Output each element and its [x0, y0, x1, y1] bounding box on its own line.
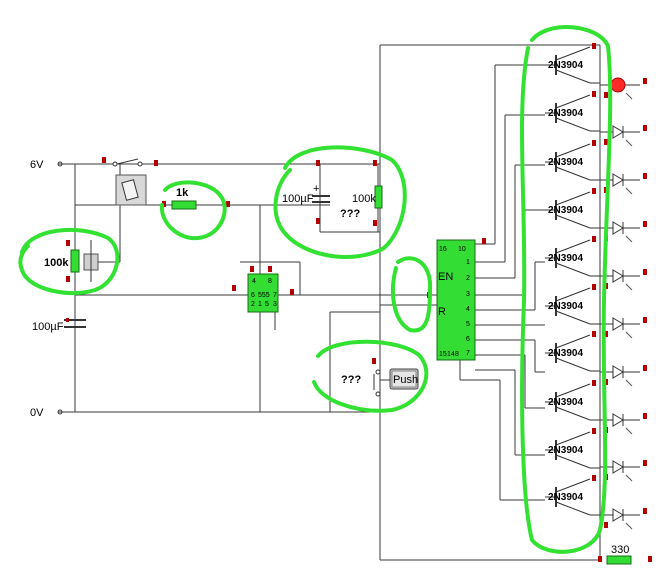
supply-switch[interactable] [102, 157, 158, 167]
led-10[interactable] [600, 508, 647, 530]
resistor-1k[interactable] [162, 200, 230, 210]
scribble-transistors [519, 25, 613, 554]
transistor-label: 2N3904 [548, 253, 583, 264]
scribble-1k [159, 180, 227, 241]
transistor-2[interactable]: 2N3904 [545, 91, 600, 132]
resistor-330[interactable] [598, 555, 652, 565]
highlight-scribbles [18, 25, 613, 554]
timer-pin-2: 2 [251, 301, 255, 308]
led-1[interactable] [600, 77, 647, 100]
toggle-switch[interactable] [115, 174, 147, 206]
transistor-10[interactable]: 2N3904 [545, 475, 600, 516]
counter-pin-2: 2 [466, 275, 470, 282]
unknown-lower-label: ??? [341, 374, 361, 386]
timer-pin-4: 4 [252, 278, 256, 285]
timer-pin-3: 3 [273, 301, 277, 308]
scribble-upper-rc [273, 145, 407, 259]
timer-pin-6: 6 [251, 292, 255, 299]
counter-pin-4: 4 [466, 306, 470, 313]
transistor-label: 2N3904 [548, 445, 583, 456]
led-8[interactable] [600, 413, 647, 435]
resistor-330-label: 330 [611, 544, 629, 556]
counter-pin-10: 10 [458, 246, 466, 253]
transistor-6[interactable]: 2N3904 [545, 284, 600, 325]
transistor-4[interactable]: 2N3904 [545, 188, 600, 229]
supply-6v-label: 6V [30, 159, 44, 171]
counter-r-label: R [438, 306, 446, 318]
counter-pin-5: 5 [466, 321, 470, 328]
transistor-label: 2N3904 [548, 108, 583, 119]
capacitor-upper[interactable] [312, 160, 330, 224]
transistor-7[interactable]: 2N3904 [545, 331, 600, 372]
pot-100k[interactable] [66, 240, 99, 282]
transistor-5[interactable]: 2N3904 [545, 236, 600, 277]
pot-100k-label: 100k [44, 257, 69, 269]
resistor-upper-100k[interactable] [373, 160, 383, 226]
led-6[interactable] [600, 317, 647, 339]
transistor-label: 2N3904 [548, 397, 583, 408]
counter-pin-3: 3 [466, 291, 470, 298]
resistor-1k-label: 1k [176, 187, 189, 199]
counter-en-label: EN [438, 271, 453, 283]
push-button-label: Push [393, 374, 418, 386]
transistor-3[interactable]: 2N3904 [545, 140, 600, 181]
transistor-label: 2N3904 [548, 348, 583, 359]
counter-pin-8: 8 [455, 351, 459, 358]
supply-6v-terminal[interactable] [57, 161, 63, 167]
transistor-label: 2N3904 [548, 492, 583, 503]
counter-pin-6: 6 [466, 336, 470, 343]
timer-pin-5: 5 [265, 301, 269, 308]
supply-0v-terminal[interactable] [57, 409, 63, 415]
unknown-upper-label: ??? [340, 208, 360, 220]
capacitor-timing[interactable] [64, 318, 86, 328]
led-5[interactable] [600, 269, 647, 291]
led-2[interactable] [600, 125, 647, 147]
scribble-push [312, 339, 429, 413]
counter-pin-14: 14 [447, 351, 455, 358]
led-7[interactable] [600, 365, 647, 387]
capacitor-upper-label: 100µF [282, 193, 314, 205]
transistor-label: 2N3904 [548, 301, 583, 312]
ic-counter[interactable]: 10 1 2 3 4 5 6 7 8 16 15 14 [427, 238, 486, 361]
transistor-label: 2N3904 [548, 60, 583, 71]
counter-pin-1: 1 [466, 259, 470, 266]
timer-pin-8: 8 [268, 278, 272, 285]
transistor-label: 2N3904 [548, 205, 583, 216]
wiring [58, 44, 601, 561]
transistor-9[interactable]: 2N3904 [545, 428, 600, 469]
counter-pin-15: 15 [439, 351, 447, 358]
capacitor-timing-label: 100µF [32, 321, 64, 333]
resistor-upper-label: 100k [352, 193, 376, 205]
transistor-8[interactable]: 2N3904 [545, 380, 600, 421]
supply-0v-label: 0V [30, 407, 44, 419]
capacitor-polarity: + [313, 183, 319, 195]
timer-pin-7: 7 [273, 292, 277, 299]
transistor-column: 2N3904 2N3904 2N3904 2N3904 2N3904 2N3904 2N39… [545, 43, 600, 516]
push-button[interactable] [372, 358, 419, 397]
transistor-1[interactable]: 2N3904 [545, 43, 600, 84]
timer-pin-1: 1 [258, 301, 262, 308]
scribble-pot [18, 227, 120, 295]
transistor-label: 2N3904 [548, 157, 583, 168]
ic-555-timer[interactable]: 4 8 6 2 7 1 5 3 555 [232, 266, 294, 313]
counter-pin-7: 7 [466, 350, 470, 357]
counter-pin-16: 16 [439, 246, 447, 253]
scribble-en-r [390, 256, 433, 333]
timer-ic-label: 555 [258, 292, 270, 299]
